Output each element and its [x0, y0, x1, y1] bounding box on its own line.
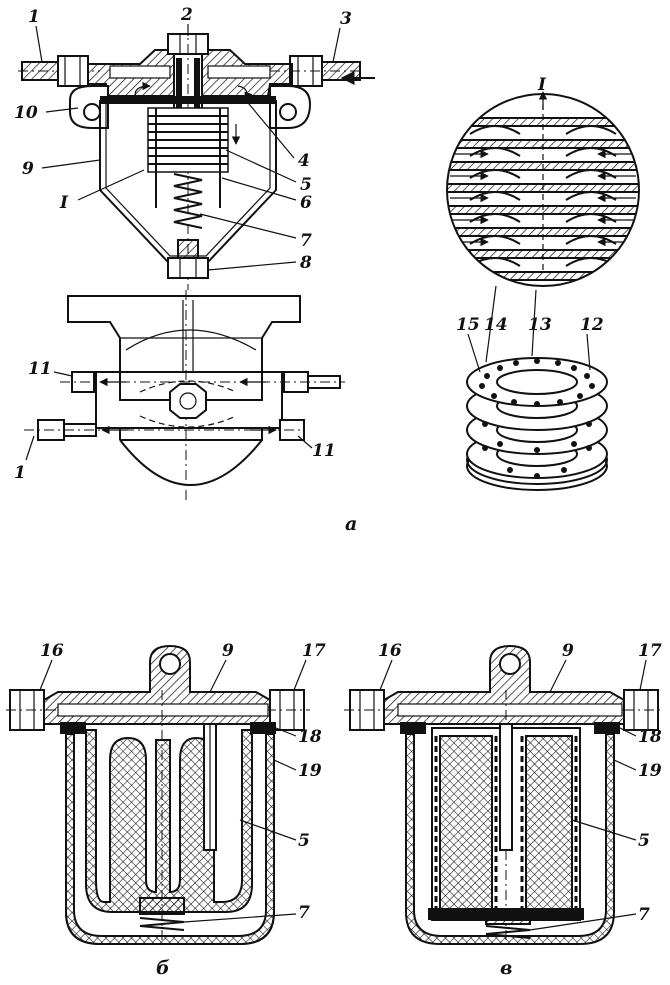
callout-9-top: 9 — [22, 159, 34, 179]
gasket — [100, 96, 276, 104]
callout-6: 6 — [300, 193, 312, 213]
callout-19-b: 19 — [298, 761, 322, 781]
callout-7-v: 7 — [638, 905, 650, 925]
callout-7-b: 7 — [298, 903, 310, 923]
callout-11-left: 11 — [28, 359, 52, 379]
callout-7-top: 7 — [300, 231, 312, 251]
union-nut-left — [57, 55, 89, 87]
callout-11-right: 11 — [312, 441, 336, 461]
spring — [173, 173, 203, 229]
detail-flow-arrows — [450, 149, 636, 247]
callout-8: 8 — [299, 253, 312, 273]
bowl-19-b — [65, 733, 275, 945]
view-a-section: 1 2 3 4 5 6 7 8 9 10 I — [14, 5, 375, 290]
housing-top-plan — [67, 295, 301, 401]
filter-element-5-b — [85, 729, 253, 913]
callout-5-b: 5 — [298, 831, 310, 851]
callout-5-v: 5 — [638, 831, 650, 851]
callout-9-b: 9 — [222, 641, 234, 661]
caption-v: в — [500, 957, 512, 979]
gasket-18-b — [60, 722, 86, 734]
callout-14: 14 — [484, 315, 508, 335]
callout-12: 12 — [580, 315, 604, 335]
ring-holes — [479, 358, 595, 479]
callout-5-top: 5 — [300, 175, 312, 195]
callout-1-top: 1 — [28, 7, 40, 27]
callout-18-b: 18 — [298, 727, 322, 747]
view-a-plan: 11 11 1 — [14, 290, 345, 500]
drain-plug — [167, 257, 209, 279]
callout-4: 4 — [298, 151, 310, 171]
filter-ring-stack: 14 13 12 15 — [456, 285, 608, 491]
callout-17-b: 17 — [302, 641, 326, 661]
callout-16-v: 16 — [378, 641, 402, 661]
callout-1-plan: 1 — [14, 463, 26, 483]
spring-7-v — [485, 925, 531, 939]
spring-7-b — [139, 917, 185, 931]
callout-detail-I: I — [59, 193, 69, 213]
view-v: 16 9 17 18 19 5 7 — [344, 641, 664, 945]
callout-9-v: 9 — [562, 641, 574, 661]
caption-a: а — [345, 513, 357, 535]
callout-19-v: 19 — [638, 761, 662, 781]
gasket-18-v — [400, 722, 426, 734]
central-nut-plan — [169, 383, 207, 419]
callout-2: 2 — [180, 5, 193, 25]
filter-element-stack — [147, 107, 229, 173]
bowl-19-v — [405, 733, 615, 945]
view-b: 16 9 17 18 19 5 7 — [6, 641, 326, 945]
callout-3: 3 — [340, 9, 352, 29]
caption-b: б — [156, 957, 170, 979]
callout-10: 10 — [14, 103, 38, 123]
detail-I-circle: I — [446, 75, 640, 287]
callout-13: 13 — [528, 315, 552, 335]
callout-17-v: 17 — [638, 641, 662, 661]
callout-18-v: 18 — [638, 727, 662, 747]
callout-16-b: 16 — [40, 641, 64, 661]
detail-I-label: I — [537, 75, 547, 95]
bowl-plan-arc — [119, 439, 263, 486]
callout-15: 15 — [456, 315, 480, 335]
